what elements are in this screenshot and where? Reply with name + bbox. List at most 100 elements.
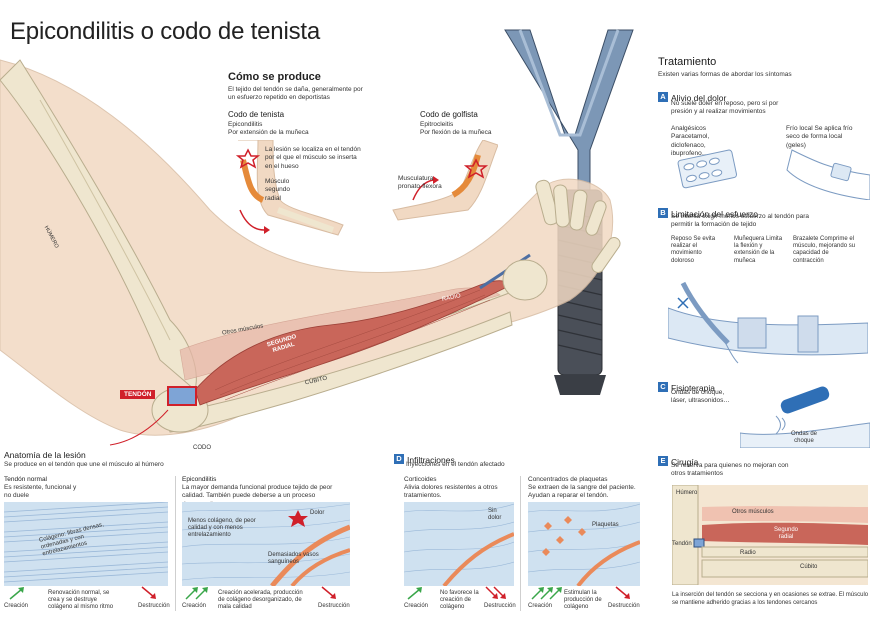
treatment-e-desc: Se reserva para quienes no mejoran con o… xyxy=(671,462,789,478)
codo-golfista-muscle: Musculatura pronato-flexora xyxy=(398,175,442,191)
normal-tissue-box xyxy=(4,502,168,586)
sin-dolor-label: Sin dolor xyxy=(488,508,502,522)
divider-2 xyxy=(520,476,521,611)
badge-e: E xyxy=(658,455,668,466)
surgery-tendon: Tendón xyxy=(672,541,692,547)
brace-illustration xyxy=(668,281,868,364)
como-title: Cómo se produce xyxy=(228,71,321,83)
codo-tenista-note: La lesión se localiza en el tendón por e… xyxy=(265,146,361,170)
label-codo: CODO xyxy=(193,445,211,451)
no-favorece-label: No favorece la creación de colágeno xyxy=(440,590,479,611)
destruccion-arrow-plaq xyxy=(615,586,630,599)
surgery-footnote: La inserción del tendón se secciona y en… xyxy=(672,592,869,606)
page-title: Epicondilitis o codo de tenista xyxy=(10,18,320,45)
tratamiento-subtitle: Existen varias formas de abordar los sín… xyxy=(658,71,792,78)
creacion-label-epi: Creación xyxy=(182,603,207,609)
surgery-illustration xyxy=(672,485,868,585)
treatment-a-desc: No suele doler en reposo, pero sí por pr… xyxy=(671,100,779,116)
codo-tenista-sub1: Epicondilitis xyxy=(228,121,263,128)
destruccion-arrow-epi xyxy=(321,586,336,599)
ulna-bone xyxy=(164,311,513,433)
tratamiento-title: Tratamiento xyxy=(658,56,717,68)
label-tendon: TENDÓN xyxy=(120,390,156,399)
plaquetas-box xyxy=(528,502,640,586)
codo-tenista-title: Codo de tenista xyxy=(228,110,285,119)
corticoides-box xyxy=(404,502,514,586)
badge-c: C xyxy=(658,381,668,392)
codo-golfista-figure xyxy=(392,140,498,221)
creacion-arrows-epi xyxy=(185,587,208,600)
creacion-label-plaq: Creación xyxy=(528,603,553,609)
badge-b: B xyxy=(658,207,668,218)
surgery-humero: Húmero xyxy=(676,490,698,496)
surgery-segundo: Segundo radial xyxy=(773,527,799,541)
treatment-a-drugs: Analgésicos Paracetamol, diclofenaco, ib… xyxy=(671,125,710,158)
codo-tenista-figure xyxy=(235,140,344,236)
epi-dolor: Dolor xyxy=(310,510,325,516)
treatment-b-title: Limitación del esfuerzo xyxy=(671,209,758,219)
creacion-label-normal: Creación xyxy=(4,603,29,609)
codo-golfista-sub2: Por flexión de la muñeca xyxy=(420,129,492,136)
plaquetas-title: Concentrados de plaquetas xyxy=(528,476,608,483)
destruccion-label-epi: Destrucción xyxy=(318,603,350,609)
codo-golfista-title: Codo de golfista xyxy=(420,110,478,119)
treatment-b-reposo: Reposo Se evita realizar el movimiento d… xyxy=(671,236,716,264)
treatment-e-title: Cirugía xyxy=(671,457,699,467)
treatment-c-desc: Ondas de choque, láser, ultrasonidos… xyxy=(671,389,730,405)
arm-illustration xyxy=(0,29,634,446)
tendon-highlight xyxy=(167,386,197,406)
creacion-arrows-plaq xyxy=(531,587,562,600)
codo-golfista-sub1: Epitrocleitis xyxy=(420,121,454,128)
renovacion-label: Renovación normal, se crea y se destruye… xyxy=(48,590,114,611)
epi-title: Epicondilitis xyxy=(182,476,217,483)
destruccion-arrows-cort xyxy=(485,586,506,599)
epi-tissue-box xyxy=(182,502,350,586)
creacion-arrow-cort xyxy=(407,587,422,600)
codo-tenista-sub2: Por extensión de la muñeca xyxy=(228,129,309,136)
creacion-arrow-normal xyxy=(9,587,24,600)
treatment-c-title: Fisioterapia xyxy=(671,383,715,393)
anatomia-title: Anatomía de la lesión xyxy=(4,450,86,460)
surgery-cubito: Cúbito xyxy=(800,564,818,570)
destruccion-label-normal: Destrucción xyxy=(138,603,170,609)
creacion-label-cort: Creación xyxy=(404,603,429,609)
epi-vasos: Demasiados vasos sanguíneos xyxy=(268,552,319,566)
normal-desc: Es resistente, funcional y no duele xyxy=(4,484,77,500)
divider-1 xyxy=(175,476,176,611)
normal-title: Tendón normal xyxy=(4,476,47,483)
destruccion-arrow-normal xyxy=(141,586,156,599)
treatment-b-munequera: Muñequera Limita la flexión y extensión … xyxy=(734,236,783,264)
codo-tenista-muscle: Músculo segundo radial xyxy=(265,178,290,202)
hand-bones xyxy=(502,179,621,301)
plaquetas-desc: Se extraen de la sangre del paciente. Ay… xyxy=(528,484,636,500)
creacion-acelerada-label: Creación acelerada, producción de coláge… xyxy=(218,590,303,611)
destruccion-label-plaq: Destrucción xyxy=(608,603,640,609)
pills-and-cold-illustration xyxy=(677,149,870,200)
pill-blister xyxy=(677,149,738,189)
treatment-c-ondas: Ondas de choque xyxy=(790,431,818,445)
infiltraciones-subtitle: Inyecciones en el tendón afectado xyxy=(406,461,505,468)
treatment-b-desc: Se intenta exigir menos esfuerzo al tend… xyxy=(671,213,810,229)
treatment-b-brazalete: Brazalete Comprime el músculo, mejorando… xyxy=(793,236,856,264)
badge-a: A xyxy=(658,91,668,102)
infiltraciones-title: Infiltraciones xyxy=(407,455,455,465)
corticoides-title: Corticoides xyxy=(404,476,437,483)
corticoides-desc: Alivia dolores resistentes a otros trata… xyxy=(404,484,498,500)
shockwave-illustration xyxy=(740,386,870,448)
como-desc: El tejido del tendón se daña, generalmen… xyxy=(228,86,363,102)
anatomia-subtitle: Se produce en el tendón que une el múscu… xyxy=(4,461,164,468)
treatment-a-cold: Frío local Se aplica frío seco de forma … xyxy=(786,125,853,149)
badge-d: D xyxy=(394,453,404,464)
treatment-a-title: Alivio del dolor xyxy=(671,93,727,103)
arm-skin xyxy=(0,59,614,436)
destruccion-label-cort: Destrucción xyxy=(484,603,516,609)
estimulan-label: Estimulan la producción de colágeno xyxy=(564,590,602,611)
surgery-otros: Otros músculos xyxy=(732,509,774,515)
plaquetas-label: Plaquetas xyxy=(592,522,619,528)
surgery-radio: Radio xyxy=(740,550,756,556)
